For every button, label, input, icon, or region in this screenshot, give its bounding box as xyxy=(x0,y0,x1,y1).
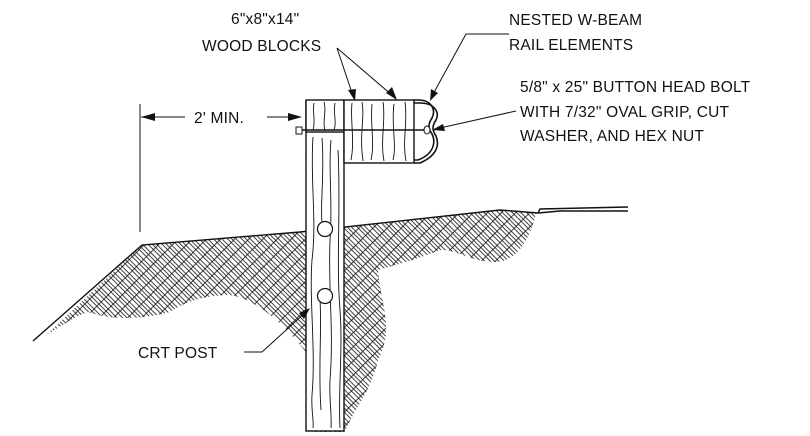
leader-rail xyxy=(430,33,509,101)
button-head-bolt xyxy=(295,125,431,135)
leader-post xyxy=(244,308,310,353)
offset-dimension xyxy=(139,104,302,232)
offset-label: 2' MIN. xyxy=(194,110,244,127)
bolt-label-line3: WASHER, AND HEX NUT xyxy=(520,128,704,145)
bolt-label-line1: 5/8" x 25" BUTTON HEAD BOLT xyxy=(520,79,751,96)
post-hole-lower xyxy=(316,287,334,305)
post-label: CRT POST xyxy=(138,345,218,362)
soil-hatch xyxy=(45,210,536,432)
wood-blocks-label-line2: WOOD BLOCKS xyxy=(202,38,321,55)
crt-post xyxy=(305,100,345,432)
bolt-label-line2: WITH 7/32" OVAL GRIP, CUT xyxy=(520,104,730,121)
post-hole-upper xyxy=(316,220,334,238)
leader-wood-blocks xyxy=(336,47,397,101)
w-beam-rail xyxy=(414,99,439,164)
rail-label-line1: NESTED W-BEAM xyxy=(509,12,642,29)
leader-bolt xyxy=(432,110,517,131)
wood-blocks-label-line1: 6"x8"x14" xyxy=(231,11,299,28)
rail-label-line2: RAIL ELEMENTS xyxy=(509,37,633,54)
